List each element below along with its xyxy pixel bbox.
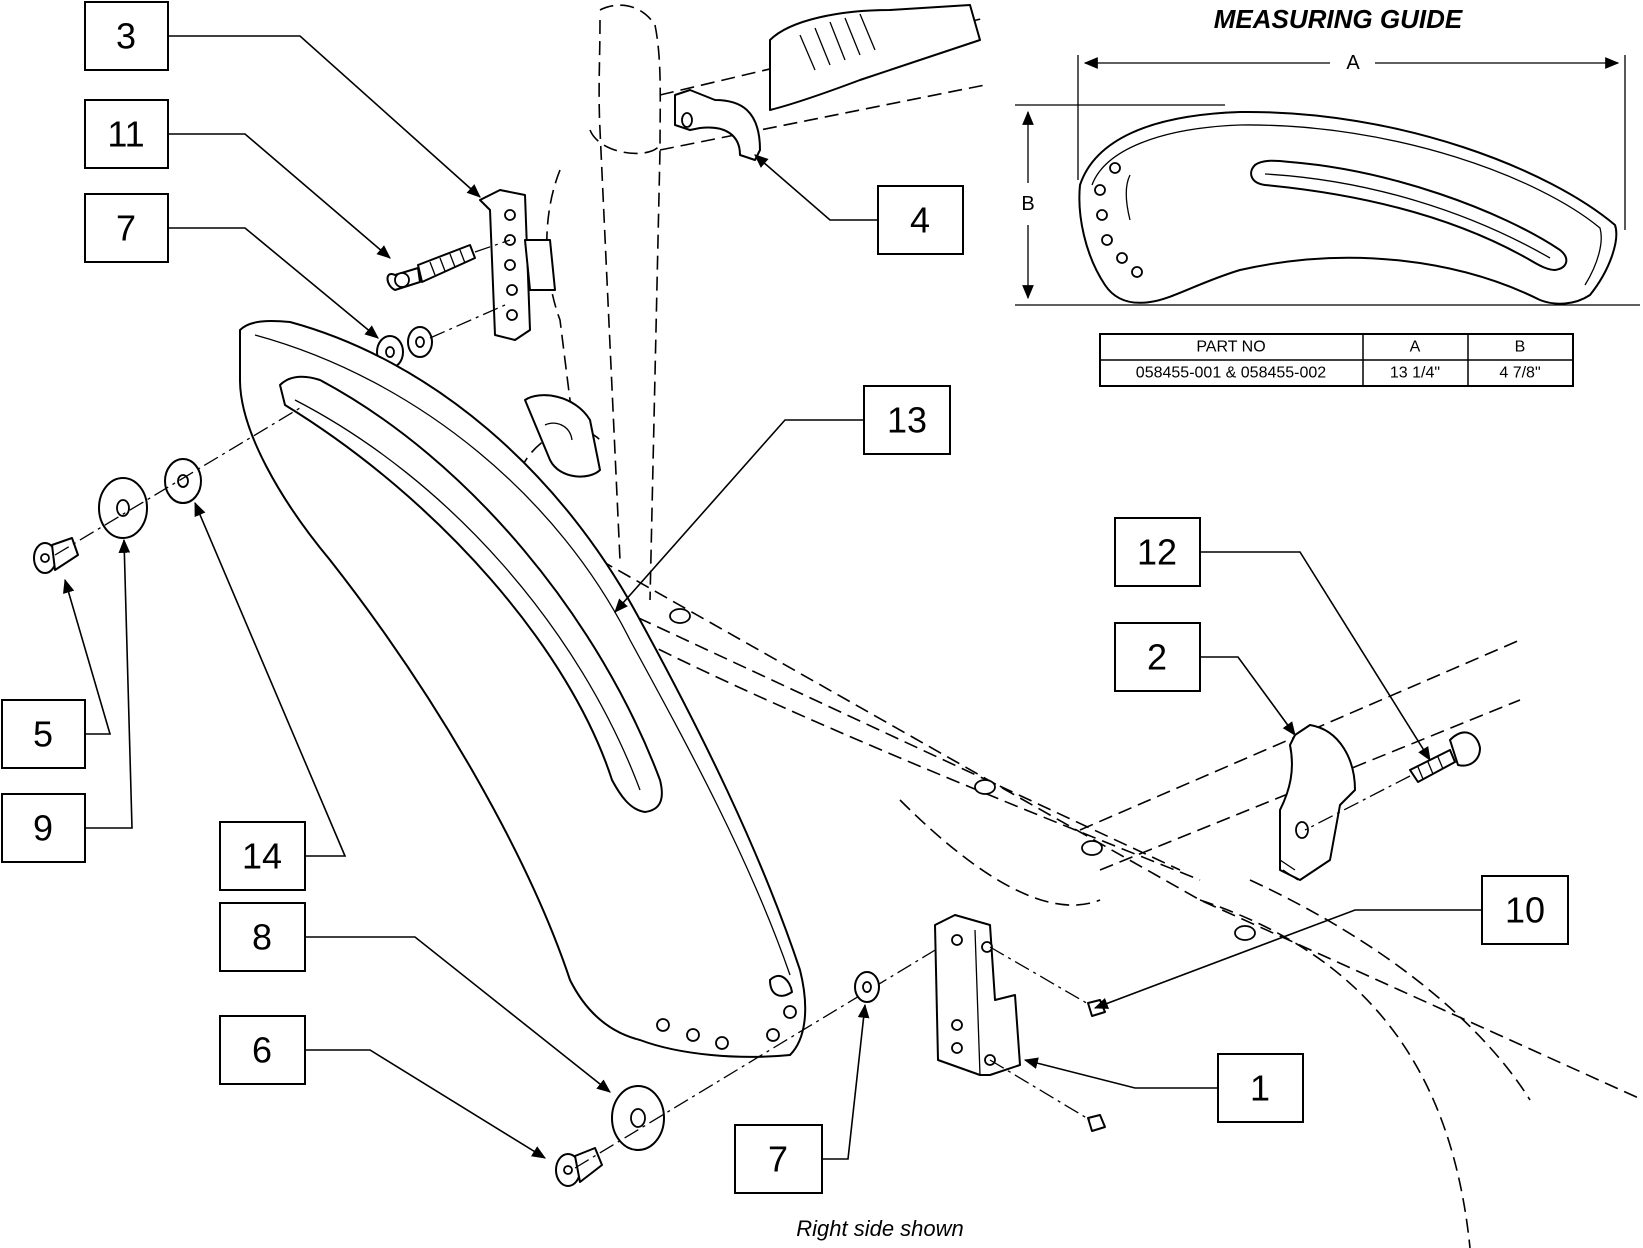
callout-8: 8 [219, 902, 306, 972]
svg-text:11: 11 [107, 114, 144, 155]
svg-text:6: 6 [252, 1030, 272, 1071]
table-cell-b: 4 7/8" [1499, 365, 1540, 382]
leader-lines [63, 35, 1482, 1160]
table-header-part-no: PART NO [1196, 339, 1265, 356]
callout-2: 2 [1114, 622, 1201, 692]
bolt-part-12 [1304, 731, 1481, 831]
callout-10: 10 [1481, 875, 1569, 945]
screw-part-5 [33, 537, 79, 574]
callout-6: 6 [219, 1015, 306, 1085]
washer-part-14 [164, 458, 202, 504]
svg-text:4: 4 [910, 200, 930, 241]
part-size-table: PART NO A B 058455-001 & 058455-002 13 1… [1099, 333, 1574, 387]
svg-text:3: 3 [116, 16, 136, 57]
callout-4: 4 [877, 185, 964, 255]
washer-part-7-top [376, 304, 506, 369]
svg-text:8: 8 [252, 917, 272, 958]
measuring-guide-title: MEASURING GUIDE [1214, 4, 1463, 34]
axis-line-upper-pad [54, 407, 301, 556]
callout-9: 9 [1, 793, 86, 863]
arm-pad-part-13 [239, 320, 807, 1058]
table-cell-a: 13 1/4" [1390, 365, 1440, 382]
dimension-b-label: B [1021, 193, 1034, 215]
axis-line-lower-pad [574, 934, 961, 1169]
washer-part-9 [98, 477, 148, 539]
callout-5: 5 [1, 699, 86, 769]
screw-part-6 [555, 1147, 603, 1187]
callout-14: 14 [219, 821, 306, 891]
callout-1: 1 [1217, 1053, 1304, 1123]
table-header-b: B [1515, 339, 1526, 356]
svg-text:9: 9 [33, 808, 53, 849]
washer-part-8 [611, 1085, 665, 1151]
callout-13: 13 [863, 385, 951, 455]
table-header-a: A [1410, 339, 1421, 356]
svg-text:12: 12 [1137, 532, 1177, 573]
caption: Right side shown [796, 1216, 964, 1241]
svg-text:10: 10 [1505, 890, 1545, 931]
bracket-part-1 [934, 914, 1021, 1076]
measuring-guide: MEASURING GUIDE A B PART NO A [1015, 4, 1640, 387]
washer-part-7-bottom [854, 971, 880, 1003]
callout-11: 11 [84, 99, 169, 169]
callout-7-bottom: 7 [734, 1124, 823, 1194]
table-cell-part-no: 058455-001 & 058455-002 [1136, 365, 1326, 382]
svg-text:7: 7 [768, 1139, 788, 1180]
svg-text:13: 13 [887, 400, 927, 441]
bracket-part-3 [479, 189, 556, 341]
svg-text:14: 14 [242, 836, 282, 877]
callout-7-top: 7 [84, 193, 169, 263]
svg-text:2: 2 [1147, 637, 1167, 678]
clamp-part-4 [674, 89, 761, 161]
bolt-part-11 [386, 239, 511, 291]
dimension-a-label: A [1346, 52, 1360, 74]
svg-text:5: 5 [33, 714, 53, 755]
wheelchair-frame-phantom [519, 4, 1643, 1248]
callout-3: 3 [84, 1, 169, 71]
svg-text:7: 7 [116, 208, 136, 249]
callout-12: 12 [1114, 517, 1201, 587]
svg-text:1: 1 [1250, 1068, 1270, 1109]
clamp-part-2 [1279, 724, 1356, 881]
